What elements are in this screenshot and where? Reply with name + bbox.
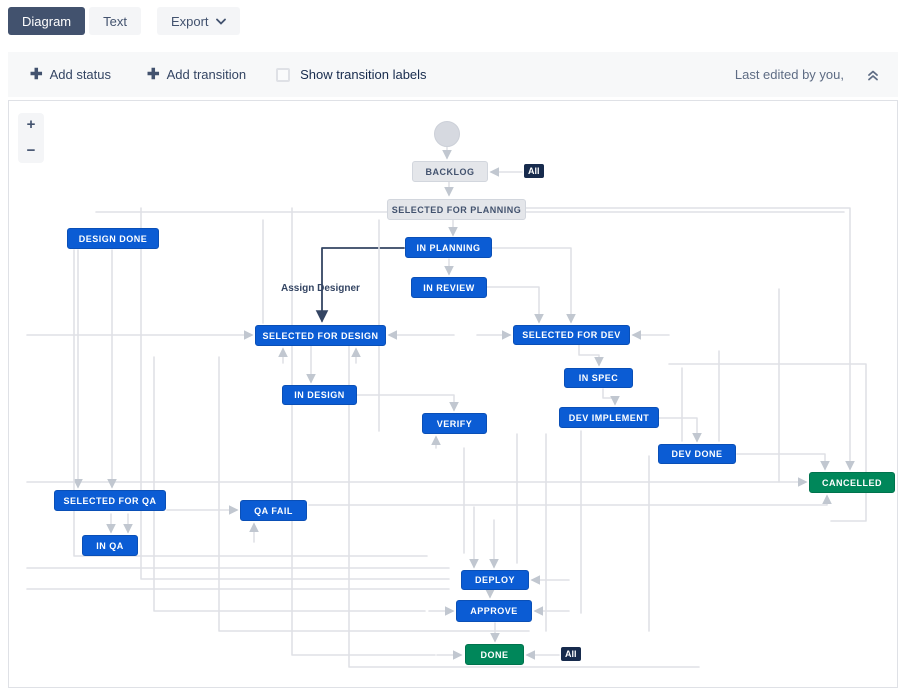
transition-edge[interactable]	[578, 344, 604, 367]
show-transition-labels-checkbox[interactable]	[276, 67, 291, 82]
status-node-selected-for-planning[interactable]: SELECTED FOR PLANNING	[387, 199, 526, 220]
zoom-out-button[interactable]: −	[26, 142, 36, 159]
toolbar-right: Last edited by you,	[735, 67, 880, 82]
status-node-verify[interactable]: VERIFY	[422, 413, 487, 434]
tab-text[interactable]: Text	[89, 7, 141, 35]
status-node-backlog[interactable]: BACKLOG	[412, 161, 488, 182]
plus-icon: ✚	[30, 66, 43, 83]
transition-label-all-done[interactable]: All	[561, 647, 581, 661]
transition-edge[interactable]	[140, 207, 450, 580]
zoom-in-button[interactable]: +	[26, 116, 36, 133]
add-status-label: Add status	[49, 67, 112, 82]
transition-edge[interactable]	[736, 453, 830, 471]
last-edited-text: Last edited by you,	[734, 67, 844, 82]
status-node-selected-for-design[interactable]: SELECTED FOR DESIGN	[255, 325, 386, 346]
status-node-in-design[interactable]: IN DESIGN	[282, 385, 357, 405]
add-transition-button[interactable]: ✚ Add transition	[147, 67, 246, 82]
transition-edge[interactable]	[658, 417, 702, 443]
status-node-deploy[interactable]: DEPLOY	[461, 570, 529, 590]
transition-label-assign-designer[interactable]: Assign Designer	[281, 283, 360, 294]
status-node-approve[interactable]: APPROVE	[456, 600, 532, 622]
show-transition-labels-label: Show transition labels	[300, 67, 427, 82]
transition-edge[interactable]	[218, 356, 530, 632]
diagram-toolbar: ✚ Add status ✚ Add transition Show trans…	[8, 52, 898, 97]
transition-edge[interactable]	[355, 394, 459, 412]
status-node-selected-for-dev[interactable]: SELECTED FOR DEV	[513, 325, 630, 345]
diagram-canvas[interactable]: + − BACKLOG SELECTED FOR PLANNING DESIGN D…	[8, 100, 898, 688]
add-transition-label: Add transition	[166, 67, 247, 82]
transition-edge[interactable]	[315, 247, 405, 323]
status-node-selected-for-qa[interactable]: SELECTED FOR QA	[54, 490, 166, 511]
status-node-design-done[interactable]: DESIGN DONE	[67, 228, 159, 249]
status-node-in-spec[interactable]: IN SPEC	[564, 368, 633, 388]
view-tabs: Diagram Text Export	[8, 7, 240, 35]
show-transition-labels-control: Show transition labels	[276, 67, 427, 82]
transition-edge[interactable]	[602, 388, 620, 406]
tab-diagram[interactable]: Diagram	[8, 7, 86, 35]
transition-edge[interactable]	[153, 356, 426, 612]
transition-edge[interactable]	[525, 207, 855, 471]
status-node-in-qa[interactable]: IN QA	[82, 535, 138, 556]
add-status-button[interactable]: ✚ Add status	[30, 67, 111, 82]
status-node-start[interactable]	[434, 121, 460, 147]
plus-icon: ✚	[147, 66, 160, 83]
collapse-panel-icon[interactable]	[866, 68, 880, 82]
transition-edge[interactable]	[486, 286, 544, 324]
status-node-dev-implement[interactable]: DEV IMPLEMENT	[559, 407, 659, 428]
status-node-cancelled[interactable]: CANCELLED	[809, 472, 895, 493]
transition-edges-layer	[26, 146, 867, 668]
transition-label-all-backlog[interactable]: All	[524, 164, 544, 178]
zoom-controls: + −	[18, 113, 44, 163]
status-node-in-planning[interactable]: IN PLANNING	[405, 237, 492, 258]
transition-edge[interactable]	[348, 336, 700, 668]
transition-edge[interactable]	[73, 249, 428, 557]
chevron-down-icon	[215, 18, 226, 25]
transition-edge[interactable]	[668, 363, 867, 522]
export-dropdown-button[interactable]: Export	[156, 7, 240, 35]
transition-edge[interactable]	[308, 494, 832, 506]
status-node-qa-fail[interactable]: QA FAIL	[240, 500, 307, 521]
status-node-dev-done[interactable]: DEV DONE	[658, 444, 736, 464]
export-label: Export	[170, 13, 209, 29]
status-node-in-review[interactable]: IN REVIEW	[411, 277, 487, 298]
transition-edge[interactable]	[491, 247, 576, 324]
transition-edge[interactable]	[291, 207, 436, 656]
status-node-done[interactable]: DONE	[465, 644, 524, 665]
